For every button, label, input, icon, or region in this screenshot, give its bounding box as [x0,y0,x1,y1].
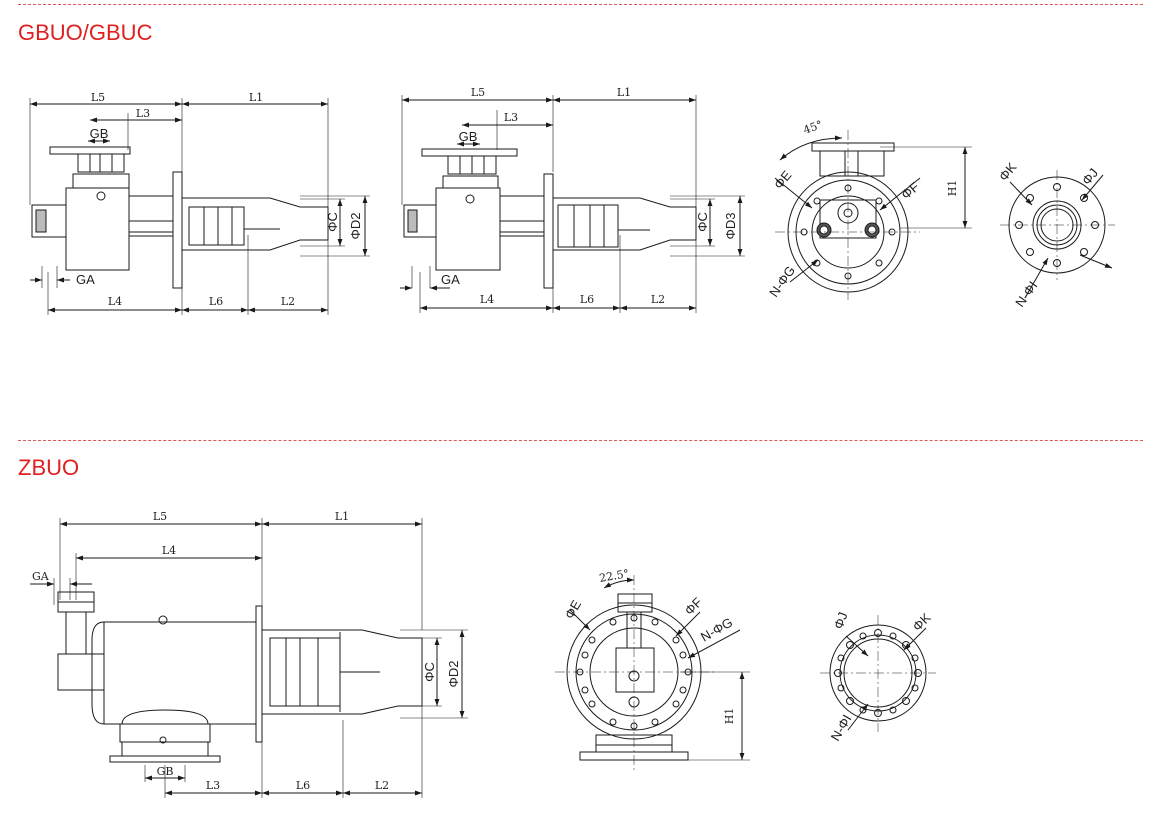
dim-label-phi-c: ΦC [422,662,437,682]
dim-label-l2: L2 [651,293,665,306]
dim-label-ga: GA [441,272,460,287]
dim-label-phi-e: ΦE [562,597,585,621]
dim-label-ga: GA [32,570,50,583]
dim-label-phi-k: ΦK [910,610,934,634]
section-divider-middle [18,440,1143,441]
dim-label-h1: H1 [723,708,736,725]
dim-label-n-phi-i: N-ΦI [828,712,855,743]
dim-label-l1: L1 [335,510,349,523]
dim-label-l4: L4 [108,295,122,308]
dim-label-phi-d2: ΦD2 [348,213,363,240]
dim-label-phi-c: ΦC [325,212,340,232]
dim-label-n-phi-g: N-ΦG [698,615,735,645]
dim-label-phi-f: ΦF [898,179,922,202]
dim-label-l3: L3 [206,779,220,792]
dim-label-l6: L6 [296,779,310,792]
dim-label-h1: H1 [946,180,959,197]
dim-label-phi-j: ΦJ [831,610,851,631]
dim-label-n-phi-i: N-ΦI [1012,278,1040,309]
gbuo-front-view: 45° ΦE ΦF N-ΦG H1 [766,118,972,300]
dim-label-l5: L5 [153,510,167,523]
dim-label-l1: L1 [249,91,263,104]
dim-label-phi-c: ΦC [695,212,710,232]
section-title-gbuo-gbuc: GBUO/GBUC [18,20,153,45]
zbuo-flange-view: ΦJ ΦK N-ΦI [820,610,936,744]
dim-label-phi-d2: ΦD2 [446,661,461,688]
dim-label-l6: L6 [209,295,223,308]
dim-label-l4: L4 [162,544,176,557]
dim-label-phi-d3: ΦD3 [723,213,738,240]
angle-label: 45° [802,118,825,137]
dim-label-phi-k: ΦK [996,159,1020,183]
angle-label: 22.5° [598,567,630,585]
zbuo-front-view: 22.5° ΦE ΦF N-ΦG H1 [555,567,750,770]
section-title-zbuo: ZBUO [18,455,80,480]
dim-label-l3: L3 [136,107,150,120]
dim-label-l3: L3 [504,111,518,124]
dim-label-l4: L4 [480,293,494,306]
dim-label-n-phi-g: N-ΦG [766,263,798,300]
zbuo-side-view: L5 L1 L4 GA GB L3 L6 L2 ΦC ΦD2 [30,510,468,798]
gbuo-flange-view: ΦK ΦJ N-ΦI [996,159,1115,310]
dim-label-l5: L5 [91,91,105,104]
dim-label-ga: GA [76,272,95,287]
gbuo-side-view-a: L5 L1 L3 GB GA L4 L6 L2 ΦC ΦD2 [29,91,370,315]
dim-label-l5: L5 [471,86,485,99]
dim-label-l2: L2 [281,295,295,308]
gbuo-side-view-b: L5 L1 L3 GB GA L4 L6 L2 ΦC ΦD3 [400,86,745,313]
dim-label-gb: GB [157,765,174,778]
dim-label-gb: GB [459,129,478,144]
dim-label-phi-e: ΦE [771,167,795,191]
dim-label-l2: L2 [375,779,389,792]
dim-label-phi-f: ΦF [682,595,706,619]
dim-label-gb: GB [90,126,109,141]
section-divider-top [18,4,1143,5]
dim-label-l6: L6 [580,293,594,306]
dim-label-l1: L1 [617,86,631,99]
